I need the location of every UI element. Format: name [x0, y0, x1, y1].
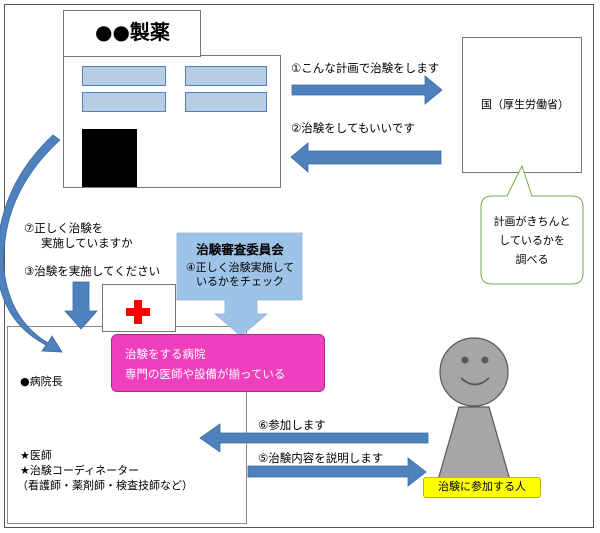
bubble-line1: 計画がきちんと — [493, 215, 571, 228]
participant-label-box — [423, 477, 541, 498]
government-box — [462, 37, 582, 173]
hospital-director: ●病院長 — [20, 375, 63, 388]
review-board-shape — [176, 232, 303, 337]
approval-label: ②治験をしてもいいです — [291, 121, 415, 135]
participant-head — [439, 337, 509, 407]
join-label: ⑥参加します — [258, 418, 326, 432]
approval-arrow — [290, 142, 442, 173]
curved-arrow — [0, 134, 63, 353]
company-name: ●●製薬 — [95, 20, 170, 44]
company-window — [82, 92, 166, 112]
verify-label-line1: ⑦正しく治験を — [24, 221, 104, 235]
review-board-line1: ④正しく治験実施して — [185, 261, 295, 274]
hospital-staff-line3: （看護師・薬剤師・検査技師など） — [17, 479, 193, 492]
diagram-frame — [4, 4, 594, 528]
participant-eye — [481, 356, 489, 364]
explain-arrow — [247, 457, 427, 487]
review-board-title: 治験審査委員会 — [196, 242, 284, 257]
hospital-banner-line2: 専門の医師や設備が揃っている — [125, 367, 286, 381]
participant-eye — [461, 356, 469, 364]
government-bubble-shape — [480, 164, 584, 285]
participant-mouth — [460, 377, 490, 386]
participant-label: 治験に参加する人 — [438, 480, 526, 493]
request-arrow — [64, 281, 98, 330]
verify-label-line2: 実施していますか — [41, 236, 133, 250]
plan-label: ①こんな計画で治験をします — [291, 61, 440, 75]
join-arrow — [199, 423, 429, 453]
company-window — [82, 66, 166, 86]
hospital-staff-line1: ★医師 — [20, 449, 52, 462]
plan-arrow — [291, 75, 443, 105]
bubble-line2: しているかを — [499, 234, 565, 247]
hospital-staff-line2: ★治験コーディネーター — [20, 464, 140, 477]
bubble-line3: 調べる — [515, 253, 549, 266]
explain-label: ⑤治験内容を説明します — [258, 451, 384, 465]
company-window — [185, 92, 267, 112]
review-board-line2: いるかをチェック — [196, 275, 284, 288]
hospital-banner — [111, 334, 325, 392]
company-sign — [63, 10, 201, 57]
company-window — [185, 66, 267, 86]
red-cross-icon — [126, 308, 150, 316]
government-name: 国（厚生労働省） — [481, 98, 569, 111]
company-door — [82, 129, 137, 187]
request-label: ③治験を実施してください — [24, 264, 161, 278]
hospital-banner-line1: 治験をする病院 — [125, 347, 206, 361]
